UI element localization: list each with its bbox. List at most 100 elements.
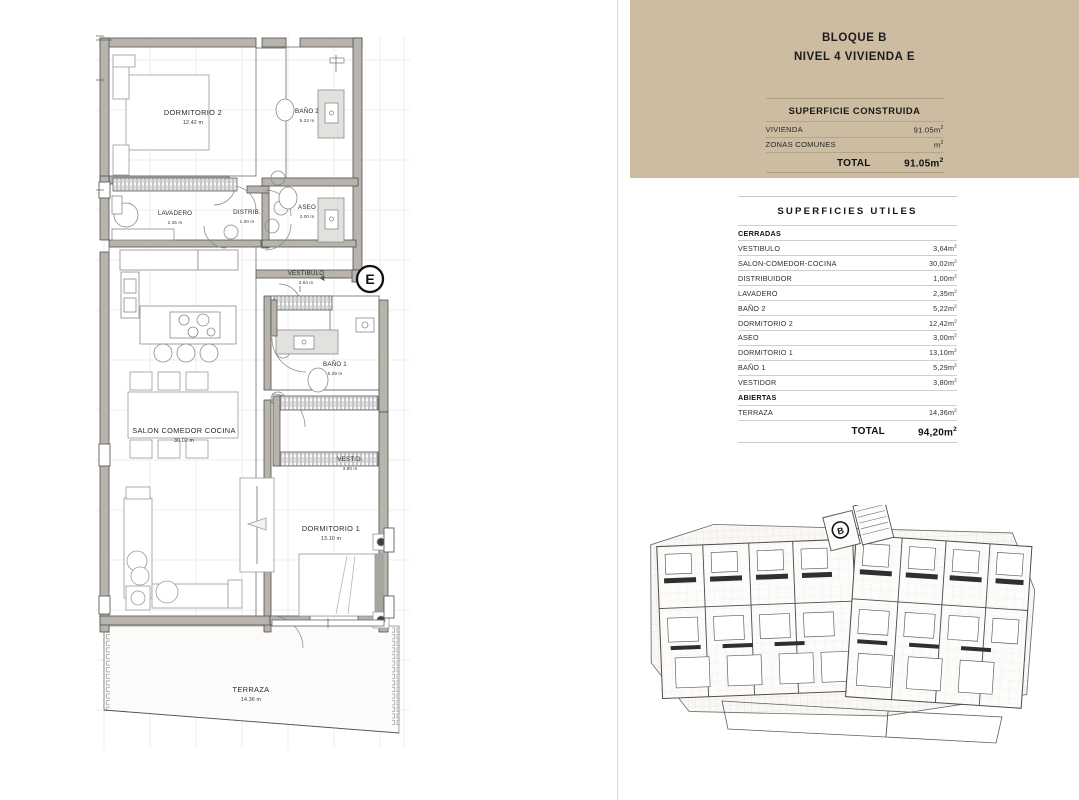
- unit-m: m: [947, 288, 955, 298]
- useful-row-number: 14,36: [928, 408, 948, 418]
- superscript-2: 2: [954, 304, 957, 310]
- useful-row-number: 2,35: [933, 288, 948, 298]
- floor-plan-panel: DORMITORIO 2 12.42 m BAÑO 2 5.22 m LAVAD…: [96, 35, 410, 748]
- room-label-dormitorio2: DORMITORIO 2: [164, 108, 222, 117]
- unit-m: m: [947, 378, 955, 388]
- room-area-distribuidor: 1.00 m: [240, 219, 255, 224]
- dressing-room-wardrobes: [272, 395, 379, 467]
- superscript-2: 2: [954, 379, 957, 385]
- unit-m: m: [947, 363, 955, 373]
- useful-row-number: 3,80: [933, 378, 948, 388]
- room-label-vestibulo: VESTIBULO: [288, 270, 325, 277]
- superscript-2: 2: [953, 425, 957, 433]
- table-row: BAÑO 1 5,29m2: [738, 359, 957, 376]
- useful-row-value: 13,10m2: [894, 344, 957, 361]
- unit-marker-e[interactable]: E: [355, 264, 385, 294]
- room-area-lavadero: 2.35 m: [168, 220, 183, 225]
- block-name: BLOQUE B: [821, 32, 888, 44]
- useful-row-value: 2,35m2: [894, 284, 957, 301]
- key-plan-left-wing: [656, 538, 859, 699]
- table-row: ASEO 3,00m2: [738, 329, 957, 346]
- room-label-aseo: ASEO: [298, 204, 316, 211]
- useful-total-label: TOTAL: [738, 419, 895, 443]
- useful-row-number: 30,02: [928, 258, 948, 268]
- table-row: ZONAS COMUNES m2: [765, 136, 944, 153]
- useful-table-heading: SUPERFICIES UTILES: [777, 206, 918, 217]
- built-total-label: TOTAL: [765, 152, 880, 173]
- room-area-terraza: 14.36 m: [241, 697, 262, 703]
- useful-area-table: SUPERFICIES UTILES CERRADAS VESTIBULO 3,…: [738, 196, 957, 444]
- dimension-marks: [96, 35, 348, 292]
- unit-marker-letter: E: [365, 271, 374, 287]
- dining-furniture: [127, 371, 239, 459]
- superscript-2: 2: [954, 274, 957, 280]
- table-row: DORMITORIO 1 13,10m2: [738, 344, 957, 361]
- superscript-2: 2: [954, 244, 957, 250]
- useful-row-number: 3,00: [933, 333, 948, 343]
- bath1-fixtures: [273, 295, 375, 393]
- built-table-bottom-rule: [765, 172, 944, 174]
- useful-row-value: 30,02m2: [894, 254, 957, 271]
- room-area-bano2: 5.22 m: [300, 118, 315, 123]
- vestibule-wall-stub: [270, 299, 278, 337]
- room-label-bano1: BAÑO 1: [323, 361, 347, 368]
- section-header-abiertas: ABIERTAS: [738, 389, 957, 406]
- room-labels: DORMITORIO 2 12.42 m BAÑO 2 5.22 m LAVAD…: [132, 108, 363, 703]
- section-label: ABIERTAS: [738, 389, 957, 406]
- wardrobe-bedroom2: [112, 177, 238, 192]
- built-table-top-rule: [765, 98, 944, 99]
- room-label-dormitorio1: DORMITORIO 1: [302, 524, 360, 533]
- useful-row-label: VESTIDOR: [738, 374, 895, 391]
- bedroom2-furniture: [112, 54, 210, 176]
- section-label: CERRADAS: [738, 225, 957, 241]
- room-area-dormitorio2: 12.42 m: [183, 120, 204, 126]
- built-total-row: TOTAL 91.05m2: [765, 152, 944, 173]
- built-row-value: 91.05m2: [879, 121, 944, 138]
- table-row: SALON-COMEDOR-COCINA 30,02m2: [738, 254, 957, 271]
- superscript-2: 2: [954, 319, 957, 325]
- unit-m: m: [933, 140, 941, 150]
- built-row-value: m2: [879, 136, 944, 153]
- built-total-value: 91.05m2: [879, 152, 944, 173]
- useful-total-number: 94,20: [918, 427, 945, 439]
- table-row: DORMITORIO 2 12,42m2: [738, 314, 957, 331]
- built-row-label: ZONAS COMUNES: [765, 136, 880, 153]
- bath2-fixtures: [275, 55, 345, 139]
- superscript-2: 2: [939, 157, 944, 165]
- living-furniture: [123, 477, 275, 611]
- superscript-2: 2: [940, 140, 944, 147]
- unit-m: m: [947, 258, 955, 268]
- useful-row-label: VESTIBULO: [738, 239, 895, 256]
- superscript-2: 2: [954, 349, 957, 355]
- useful-row-label: BAÑO 1: [738, 359, 895, 376]
- room-area-dormitorio1: 13.10 m: [321, 536, 342, 542]
- unit-m: m: [933, 125, 941, 135]
- useful-row-label: BAÑO 2: [738, 299, 895, 316]
- useful-row-label: DORMITORIO 2: [738, 314, 895, 331]
- room-label-salon: SALON COMEDOR COCINA: [132, 426, 236, 435]
- useful-total-row: TOTAL 94,20m2: [738, 419, 957, 443]
- useful-row-label: ASEO: [738, 329, 895, 346]
- room-label-distribuidor: DISTRIB.: [233, 209, 261, 216]
- useful-table-bottom-rule: [738, 442, 957, 444]
- key-plan-right-wing: [845, 534, 1033, 709]
- title-block: BLOQUE B NIVEL 4 VIVIENDA E SUPERFICIE C…: [630, 0, 1079, 178]
- superscript-2: 2: [954, 334, 957, 340]
- room-area-salon: 30.02 m: [174, 438, 195, 444]
- key-plan-terraces: [721, 700, 1003, 744]
- key-plan-marker-letter: B: [836, 525, 845, 536]
- unit-m: m: [947, 348, 955, 358]
- room-area-aseo: 3.00 m: [300, 214, 315, 219]
- useful-row-label: DISTRIBUIDOR: [738, 269, 895, 286]
- useful-row-value: 14,36m2: [894, 404, 957, 421]
- useful-row-number: 1,00: [933, 273, 948, 283]
- useful-row-value: 3,80m2: [894, 374, 957, 391]
- useful-row-label: DORMITORIO 1: [738, 344, 895, 361]
- room-area-bano1: 5.29 m: [328, 371, 343, 376]
- useful-row-number: 5,22: [933, 303, 948, 313]
- built-area-table: SUPERFICIE CONSTRUIDA VIVIENDA 91.05m2 Z…: [765, 98, 944, 174]
- unit-m: m: [947, 273, 955, 283]
- unit-m: m: [947, 303, 955, 313]
- room-label-vestidor: VESTID.: [337, 456, 363, 463]
